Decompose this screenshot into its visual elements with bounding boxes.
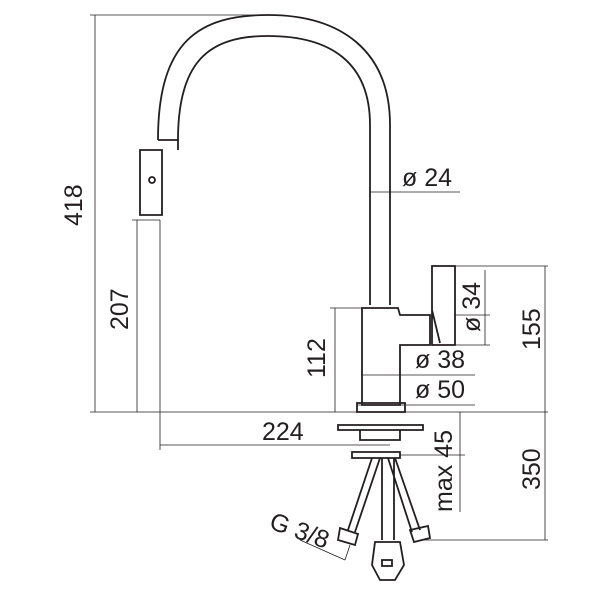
dim-207: 207 xyxy=(106,288,134,330)
dim-g-3-8: G 3/8 xyxy=(266,507,333,554)
dim-224: 224 xyxy=(262,418,304,446)
dim-112: 112 xyxy=(303,338,331,378)
dim-350: 350 xyxy=(518,448,546,490)
dim-diameter-34: ø 34 xyxy=(458,282,486,332)
dim-155: 155 xyxy=(518,308,546,350)
deck-plate xyxy=(337,424,424,459)
dim-diameter-50: ø 50 xyxy=(415,376,465,404)
dimension-lines xyxy=(90,14,548,561)
faucet-outline xyxy=(139,14,456,581)
gooseneck-spout xyxy=(157,14,391,305)
spray-head xyxy=(139,139,179,216)
hoses xyxy=(347,457,421,540)
dim-418: 418 xyxy=(60,184,88,226)
dim-max-45: max 45 xyxy=(430,430,458,512)
spray-button xyxy=(148,176,156,184)
hose-connectors xyxy=(336,524,432,581)
weight-label xyxy=(381,559,393,567)
lever-handle xyxy=(431,265,456,346)
dim-diameter-38: ø 38 xyxy=(415,346,465,374)
dim-diameter-24: ø 24 xyxy=(402,164,452,192)
